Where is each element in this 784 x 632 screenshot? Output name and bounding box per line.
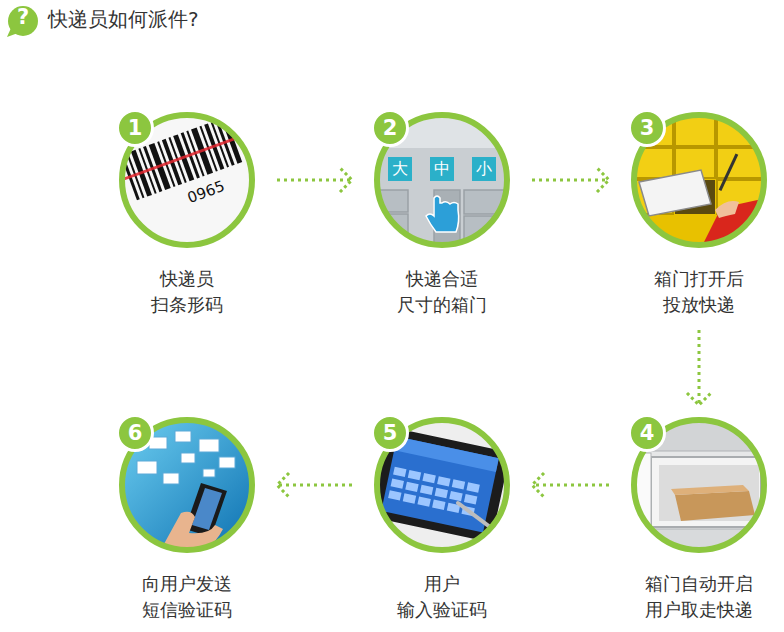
arrow-shaft (698, 330, 701, 405)
illustration-part (203, 469, 215, 477)
size-button: 中 (430, 157, 454, 181)
callout-number: 3 (628, 109, 666, 147)
arrow-shaft (277, 179, 352, 182)
diagram-title: 快递员如何派件? (48, 5, 199, 33)
illustration-part (639, 170, 711, 216)
illustration-part (426, 196, 459, 232)
illustration-part (472, 157, 496, 181)
flow-arrow (532, 473, 609, 497)
illustration-part (163, 473, 179, 484)
step-circle: 2 (374, 112, 510, 248)
step-node: 2 快递合适 尺寸的箱门 (372, 112, 512, 318)
step-caption: 快递合适 尺寸的箱门 (397, 266, 487, 318)
step-node: 1 快递员 扫条形码 (117, 112, 257, 318)
step-caption: 箱门打开后 投放快递 (654, 266, 744, 318)
step-caption: 用户 输入验证码 (397, 571, 487, 623)
illustration-part (675, 116, 715, 146)
step-caption: 快递员 扫条形码 (151, 266, 223, 318)
arrow-head (532, 473, 544, 497)
illustration-part (717, 116, 765, 146)
icon-glyph: ? (15, 3, 31, 31)
illustration-part (675, 491, 755, 521)
illustration-part (633, 148, 673, 178)
illustration-part (717, 148, 765, 178)
arrow-shaft (532, 484, 609, 487)
step-node: 6 向用户发送 短信验证码 (117, 417, 257, 623)
step-circle: 6 (119, 417, 255, 553)
step-node: 4 箱门自动开启 用户取走快递 (629, 417, 769, 623)
illustration-part (378, 190, 408, 212)
flow-arrow (277, 473, 352, 497)
flow-arrow (277, 168, 352, 192)
illustration-part (7, 28, 18, 37)
illustration-part (378, 190, 504, 244)
arrow-head (340, 168, 352, 192)
flow-arrow (532, 168, 609, 192)
illustration-part (437, 476, 450, 486)
step-circle: 1 (119, 112, 255, 248)
illustration-part (219, 457, 235, 468)
step-circle: 3 (631, 112, 767, 248)
illustration-part (388, 490, 401, 500)
illustration-part (464, 216, 504, 244)
illustration-part (466, 482, 479, 492)
illustration-part (452, 479, 465, 489)
illustration-part (393, 467, 406, 477)
illustration-part (403, 493, 416, 503)
illustration-part (659, 465, 759, 521)
illustration-part (651, 457, 761, 527)
illustration-part (378, 214, 408, 244)
callout-number: 1 (116, 109, 154, 147)
step-caption: 向用户发送 短信验证码 (142, 571, 232, 623)
illustration-part (394, 437, 499, 472)
illustration-part (458, 503, 506, 539)
illustration-part (715, 201, 739, 218)
illustration-part (405, 482, 418, 492)
step-circle: 5 (374, 417, 510, 553)
step-node: 5 用户 输入验证码 (372, 417, 512, 623)
step-caption: 箱门自动开启 用户取走快递 (645, 571, 753, 623)
illustration-part (388, 157, 412, 181)
illustration-part (391, 479, 404, 489)
illustration-part (719, 153, 739, 191)
size-button: 小 (472, 157, 496, 181)
callout-number: 2 (371, 109, 409, 147)
illustration-part (175, 431, 191, 442)
illustration-part (417, 496, 430, 506)
illustration-part (422, 473, 435, 483)
illustration-part (432, 500, 445, 510)
arrow-head (687, 393, 711, 405)
arrow-shaft (532, 179, 609, 182)
illustration-part (192, 488, 222, 530)
illustration-part (137, 461, 157, 474)
size-button: 大 (388, 157, 412, 181)
illustration-part (701, 198, 767, 248)
callout-number: 6 (116, 414, 154, 452)
arrow-head (277, 473, 289, 497)
arrow-head (597, 168, 609, 192)
flow-arrow (687, 330, 711, 405)
illustration-part (464, 190, 504, 214)
illustration-part (181, 453, 195, 463)
step-circle: 4 (631, 417, 767, 553)
callout-number: 5 (371, 414, 409, 452)
illustration-part (408, 470, 421, 480)
illustration-part (671, 485, 749, 495)
illustration-part (464, 494, 477, 504)
illustration-part (435, 488, 448, 498)
step-node: 3 箱门打开后 投放快递 (629, 112, 769, 318)
illustration-part (449, 491, 462, 501)
illustration-part (199, 439, 219, 452)
illustration-part (430, 157, 454, 181)
illustration-part (420, 485, 433, 495)
illustration-part (159, 512, 223, 553)
callout-number: 4 (628, 414, 666, 452)
arrow-shaft (277, 484, 352, 487)
